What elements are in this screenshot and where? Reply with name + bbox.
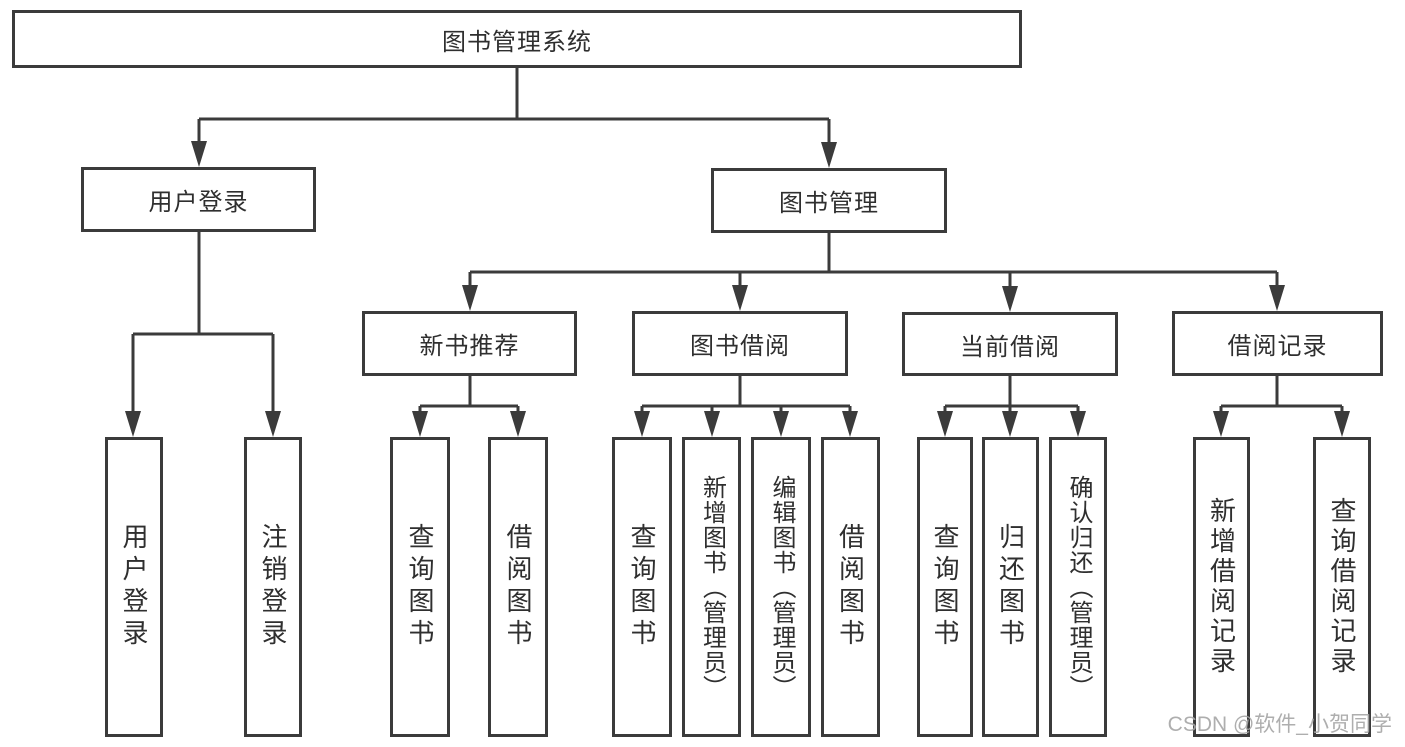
node-library-system-label: 图书管理系统: [442, 28, 592, 56]
leaf-borrow-books-label: 借阅图书: [835, 523, 866, 651]
leaf-user-login: 用户登录: [105, 437, 163, 737]
node-new-book-recommend: 新书推荐: [362, 311, 577, 376]
node-book-borrow-label: 图书借阅: [690, 333, 790, 360]
leaf-query-books-current-label: 查询图书: [930, 523, 960, 651]
leaf-query-books-recommend: 查询图书: [390, 437, 450, 737]
leaf-query-books-borrow-label: 查询图书: [627, 523, 657, 651]
leaf-query-books-current: 查询图书: [917, 437, 973, 737]
node-library-system: 图书管理系统: [12, 10, 1022, 68]
leaf-borrow-books: 借阅图书: [821, 437, 880, 737]
leaf-borrow-books-recommend-label: 借阅图书: [503, 523, 533, 651]
leaf-add-borrow-record-label: 新增借阅记录: [1206, 497, 1237, 677]
leaf-query-borrow-record-label: 查询借阅记录: [1327, 497, 1357, 677]
leaf-add-books-admin: 新增图书（管理员）: [682, 437, 741, 737]
node-book-borrow: 图书借阅: [632, 311, 848, 376]
leaf-query-books-recommend-label: 查询图书: [405, 523, 435, 651]
node-user-login: 用户登录: [81, 167, 316, 232]
node-borrow-records-label: 借阅记录: [1227, 333, 1328, 360]
connector-login-to-leaves: [131, 232, 275, 411]
leaf-add-borrow-record: 新增借阅记录: [1193, 437, 1250, 737]
leaf-logout-label: 注销登录: [258, 523, 288, 651]
leaf-confirm-return-admin-label: 确认归还（管理员）: [1065, 474, 1092, 700]
connector-records-to-leaves: [1219, 376, 1344, 411]
leaf-return-books-label: 归还图书: [995, 523, 1026, 651]
leaf-logout: 注销登录: [244, 437, 302, 737]
connector-mgmt-to-level3: [468, 233, 1279, 286]
connector-current-to-leaves: [943, 376, 1080, 411]
node-user-login-label: 用户登录: [148, 189, 249, 216]
node-book-management-label: 图书管理: [779, 190, 879, 217]
node-new-book-recommend-label: 新书推荐: [419, 333, 520, 360]
leaf-return-books: 归还图书: [982, 437, 1039, 737]
connector-root-to-level2: [197, 68, 831, 142]
connector-recommend-to-leaves: [418, 376, 520, 411]
leaf-borrow-books-recommend: 借阅图书: [488, 437, 548, 737]
leaf-user-login-label: 用户登录: [119, 523, 149, 651]
node-current-borrow: 当前借阅: [902, 312, 1118, 376]
leaf-query-books-borrow: 查询图书: [612, 437, 672, 737]
connector-borrow-to-leaves: [640, 376, 852, 411]
leaf-edit-books-admin-label: 编辑图书（管理员）: [768, 474, 795, 700]
node-book-management: 图书管理: [711, 168, 947, 233]
leaf-confirm-return-admin: 确认归还（管理员）: [1049, 437, 1107, 737]
leaf-add-books-admin-label: 新增图书（管理员）: [698, 474, 726, 700]
csdn-watermark: CSDN @软件_小贺同学: [1167, 713, 1392, 736]
node-current-borrow-label: 当前借阅: [960, 333, 1060, 361]
leaf-query-borrow-record: 查询借阅记录: [1313, 437, 1371, 737]
leaf-edit-books-admin: 编辑图书（管理员）: [751, 437, 811, 737]
node-borrow-records: 借阅记录: [1172, 311, 1383, 376]
